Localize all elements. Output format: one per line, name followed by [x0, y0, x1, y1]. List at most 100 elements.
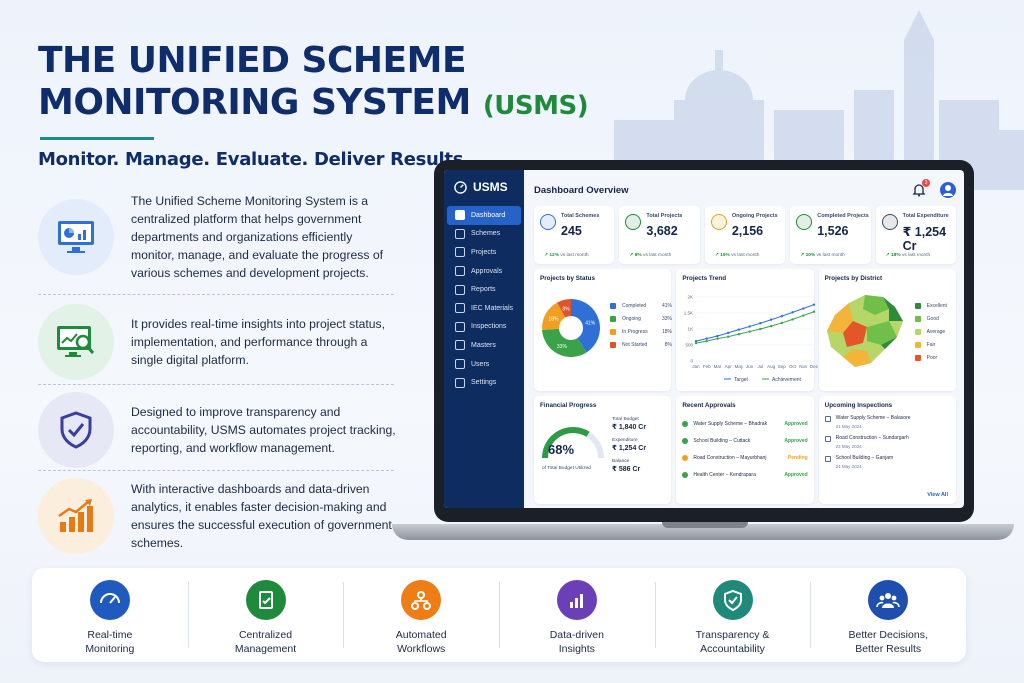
gauge-icon	[454, 180, 467, 194]
view-all-link[interactable]: View All	[927, 492, 948, 498]
notification-button[interactable]: 3	[912, 179, 930, 197]
status-dot	[682, 454, 689, 461]
brand-name: USMS	[473, 180, 508, 194]
sidebar-item-label: Projects	[471, 248, 497, 256]
nav-icon	[455, 359, 465, 370]
data-point	[791, 311, 795, 314]
x-tick-label: Jan	[693, 364, 701, 369]
divider	[38, 384, 394, 385]
app-brand[interactable]: USMS	[444, 180, 524, 206]
trend-up-icon: ↗	[885, 253, 891, 258]
budget-value: ₹ 1,840 Cr	[612, 424, 647, 431]
legend-label: Completed	[622, 302, 647, 309]
sidebar-item-dashboard[interactable]: Dashboard	[447, 206, 521, 225]
legend-swatch	[610, 302, 616, 309]
kpi-value: 3,682	[646, 224, 678, 238]
card-title: Projects by District	[824, 275, 883, 282]
sidebar-item-inspections[interactable]: Inspections	[447, 318, 521, 337]
sidebar-item-reports[interactable]: Reports	[447, 280, 521, 299]
sidebar-item-schemes[interactable]: Schemes	[447, 225, 521, 244]
sidebar-item-settings[interactable]: Settings	[447, 373, 521, 392]
kpi-icon	[625, 214, 642, 230]
nav-icon	[455, 284, 465, 295]
data-point	[705, 337, 709, 340]
benefit-item: Better Decisions,Better Results	[810, 568, 966, 662]
title-divider	[40, 137, 154, 140]
legend-label: Fair	[926, 341, 936, 348]
sidebar-item-iec-materials[interactable]: IEC Materials	[447, 299, 521, 318]
kpi-trend-text: vs last month	[816, 253, 845, 258]
status-badge: Approved	[784, 420, 808, 427]
pie-slice-completed[interactable]	[571, 299, 600, 353]
x-tick-label: Jun	[746, 364, 754, 369]
status-donut-chart: 41%33%18%8%	[542, 299, 600, 357]
notification-badge: 3	[922, 179, 930, 187]
recent-approvals-card: Recent Approvals Water Supply Scheme – B…	[676, 396, 814, 504]
y-tick-label: 0	[691, 359, 694, 364]
legend-swatch	[914, 315, 921, 322]
kpi-trend-value: 8%	[634, 253, 642, 258]
data-point	[802, 314, 805, 317]
kpi-value: 245	[561, 224, 582, 238]
nav-icon	[455, 377, 465, 388]
kpi-label: Total Expenditure	[902, 213, 949, 219]
sidebar-item-masters[interactable]: Masters	[447, 336, 521, 355]
avatar[interactable]	[940, 182, 956, 198]
kpi-trend-value: 12%	[549, 253, 559, 258]
x-tick-label: May	[735, 364, 744, 369]
sidebar-item-projects[interactable]: Projects	[447, 243, 521, 262]
divider	[38, 470, 394, 471]
title-line-2: MONITORING SYSTEM	[38, 82, 471, 123]
legend-swatch	[914, 341, 921, 348]
feature-item: Designed to improve transparency and acc…	[38, 392, 396, 468]
benefit-label-line-2: Monitoring	[85, 643, 135, 655]
status-dot	[682, 471, 689, 478]
legend-item: Average	[914, 325, 961, 338]
projects-by-status-card: Projects by Status 41%33%18%8% Completed…	[534, 269, 672, 391]
sidebar-item-label: Dashboard	[471, 211, 506, 219]
status-dot	[682, 420, 689, 427]
inspection-date: 22 May 2024	[835, 444, 862, 449]
legend-label: Excellent	[926, 302, 947, 309]
x-tick-label: Aug	[767, 364, 776, 369]
kpi-card[interactable]: Total Expenditure₹ 1,254 Cr↗ 18% vs last…	[875, 206, 957, 264]
data-point	[813, 303, 816, 306]
feature-item: With interactive dashboards and data-dri…	[38, 478, 396, 554]
sidebar-item-users[interactable]: Users	[447, 355, 521, 374]
inspection-date: 24 May 2024	[835, 464, 862, 469]
legend-label: Ongoing	[622, 315, 641, 322]
sidebar-item-label: IEC Materials	[471, 304, 514, 312]
benefit-label-line-2: Better Results	[855, 643, 922, 655]
card-title: Financial Progress	[540, 402, 597, 409]
kpi-value: 1,526	[817, 224, 849, 238]
sidebar-item-label: Reports	[471, 286, 496, 294]
laptop-base	[392, 524, 1014, 540]
district-map	[826, 295, 903, 367]
legend-label: Target	[734, 377, 749, 383]
sidebar-item-label: Masters	[471, 341, 496, 349]
kpi-trend-value: 18%	[890, 253, 901, 258]
benefit-label-line-1: Real-time	[87, 629, 133, 641]
legend-item: Poor	[914, 351, 961, 364]
expenditure-value: ₹ 1,254 Cr	[612, 445, 647, 452]
sidebar-item-approvals[interactable]: Approvals	[447, 262, 521, 281]
calendar-icon	[824, 456, 831, 462]
